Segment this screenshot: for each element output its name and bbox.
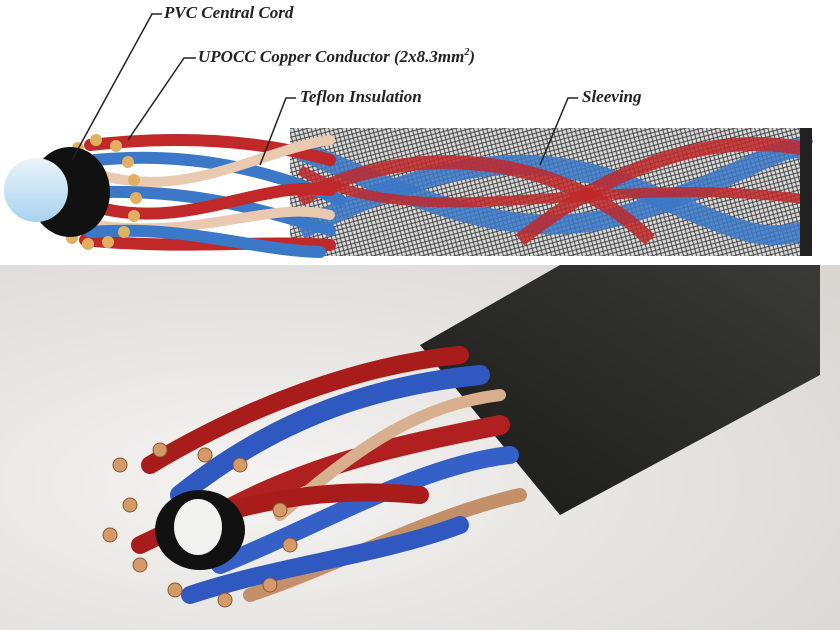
cable-jacket <box>420 265 820 515</box>
leader-lines <box>71 13 578 166</box>
cable-cross-section-diagram: PVC Central Cord UPOCC Copper Conductor … <box>4 3 814 258</box>
label-sleeving: Sleeving <box>582 87 642 106</box>
label-pvc-central-cord: PVC Central Cord <box>163 3 294 22</box>
sleeving <box>290 128 814 256</box>
exposed-wires <box>131 346 527 604</box>
central-cord-core <box>174 499 222 555</box>
label-copper-conductor: UPOCC Copper Conductor (2x8.3mm2) <box>198 47 475 66</box>
pvc-central-cord <box>4 147 110 237</box>
cable-photo <box>0 265 840 630</box>
label-teflon-insulation: Teflon Insulation <box>300 87 422 106</box>
copper-ends <box>102 442 298 608</box>
